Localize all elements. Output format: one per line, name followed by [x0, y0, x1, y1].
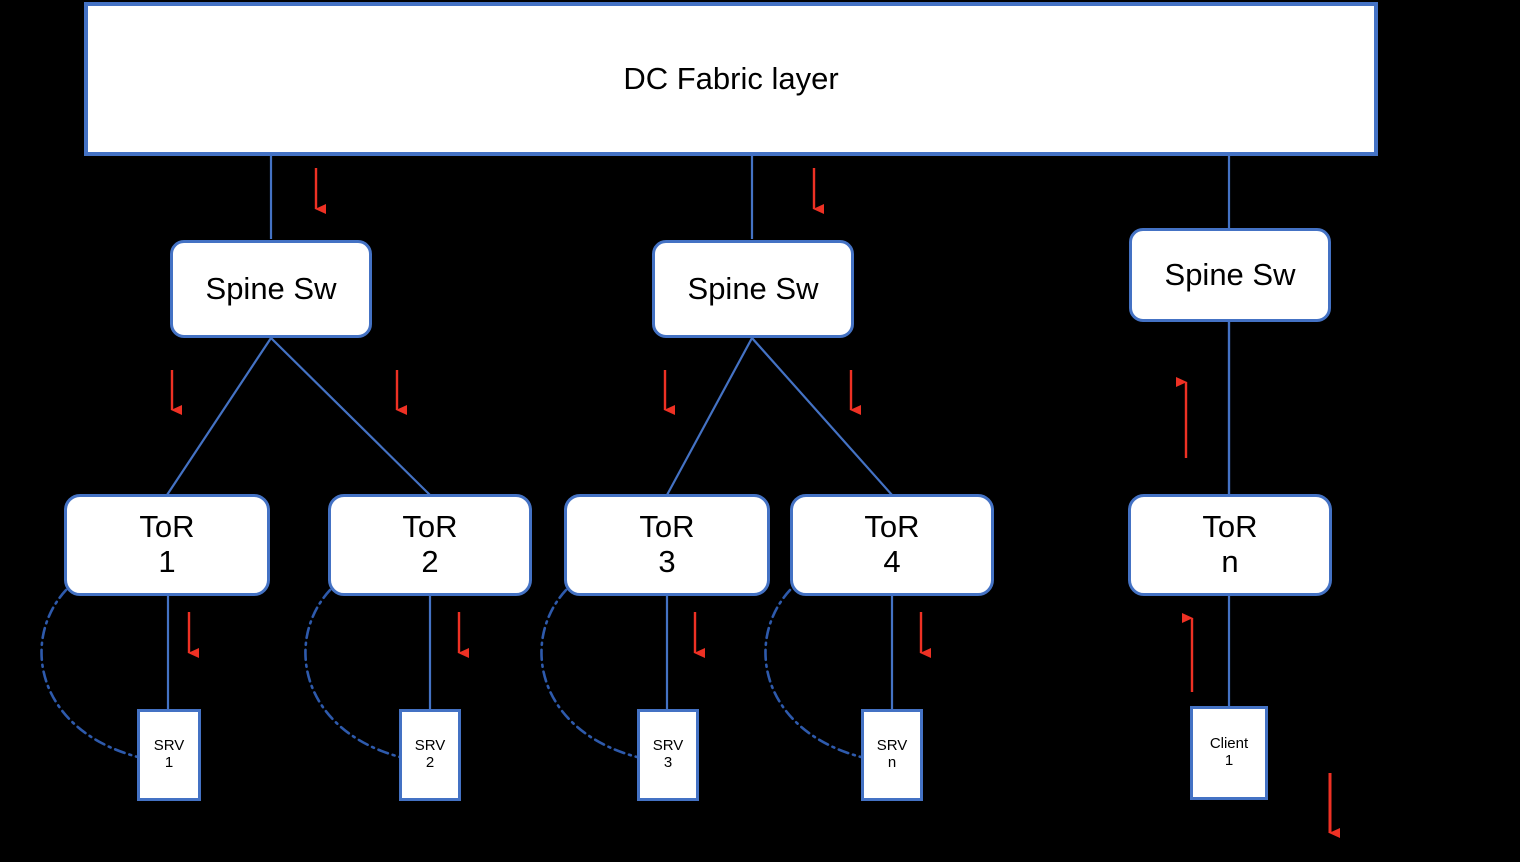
server-3[interactable]: SRV 3: [637, 709, 699, 801]
loopback-tor4-srvn: [764, 588, 863, 759]
spine-to-tor-links: [166, 322, 1231, 496]
tor-switch-n-name: ToR: [1202, 509, 1258, 545]
spine-switch-3-label: Spine Sw: [1164, 256, 1296, 292]
loopback-tor3-srv3: [540, 588, 639, 759]
server-n-name: SRV: [876, 737, 908, 755]
tor-to-endpoint-links: [166, 596, 894, 709]
tor-switch-2-index: 2: [421, 544, 439, 579]
tor-switch-3-index: 3: [658, 544, 676, 579]
client-1[interactable]: Client 1: [1190, 706, 1268, 800]
server-n-index: n: [887, 754, 897, 771]
upstream-flow-arrows: [1176, 377, 1194, 692]
spine-switch-2-label: Spine Sw: [687, 270, 819, 306]
server-n[interactable]: SRV n: [861, 709, 923, 801]
tor-switch-1-name: ToR: [139, 509, 195, 545]
spine-switch-3[interactable]: Spine Sw: [1129, 228, 1331, 322]
tor-switch-4[interactable]: ToR 4: [790, 494, 994, 596]
tor-switch-n[interactable]: ToR n: [1128, 494, 1332, 596]
server-3-index: 3: [663, 754, 673, 771]
server-2-name: SRV: [414, 737, 446, 755]
spine-switch-1-label: Spine Sw: [205, 270, 337, 306]
dc-fabric-layer-label: DC Fabric layer: [623, 60, 839, 96]
client-1-name: Client: [1209, 735, 1249, 753]
server-2-index: 2: [425, 754, 435, 771]
link-spine2-tor4: [751, 337, 893, 496]
server-1-index: 1: [164, 754, 174, 771]
client-1-index: 1: [1224, 752, 1234, 769]
tor-switch-1-index: 1: [158, 544, 176, 579]
tor-switch-4-name: ToR: [864, 509, 920, 545]
spine-switch-2[interactable]: Spine Sw: [652, 240, 854, 338]
server-3-name: SRV: [652, 737, 684, 755]
tor-switch-3[interactable]: ToR 3: [564, 494, 770, 596]
server-1-name: SRV: [153, 737, 185, 755]
link-spine2-tor3: [666, 337, 753, 496]
server-1[interactable]: SRV 1: [137, 709, 201, 801]
fabric-to-spine-links: [269, 156, 1231, 709]
link-spine1-tor2: [270, 337, 431, 496]
tor-switch-3-name: ToR: [639, 509, 695, 545]
tor-switch-2-name: ToR: [402, 509, 458, 545]
tor-switch-n-index: n: [1221, 544, 1239, 579]
server-2[interactable]: SRV 2: [399, 709, 461, 801]
link-spine1-tor1: [166, 337, 272, 496]
tor-switch-4-index: 4: [883, 544, 901, 579]
spine-switch-1[interactable]: Spine Sw: [170, 240, 372, 338]
loopback-curves: [40, 588, 863, 759]
loopback-tor1-srv1: [40, 588, 140, 759]
dc-fabric-layer-box[interactable]: DC Fabric layer: [84, 2, 1378, 156]
downstream-flow-arrows: [170, 168, 931, 658]
loopback-tor2-srv2: [304, 588, 402, 759]
tor-switch-1[interactable]: ToR 1: [64, 494, 270, 596]
tor-switch-2[interactable]: ToR 2: [328, 494, 532, 596]
